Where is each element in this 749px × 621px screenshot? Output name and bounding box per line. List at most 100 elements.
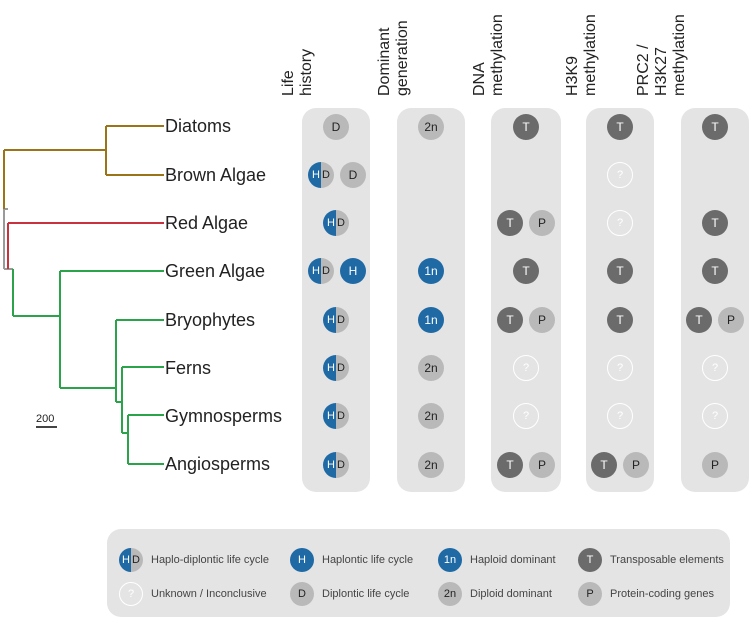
- tree-branch-green-lineage: [12, 269, 164, 465]
- matrix-cell: ?: [607, 355, 633, 381]
- taxon-label-gymnosperms: Gymnosperms: [165, 406, 283, 426]
- diploid-dominant-icon: 2n: [418, 355, 444, 381]
- diploid-dominant-icon: 2n: [418, 403, 444, 429]
- header-line: H3K27: [653, 47, 670, 96]
- column-box-dominant-generation: [397, 108, 465, 492]
- taxon-label-brown-algae: Brown Algae: [165, 165, 267, 185]
- matrix-cell: 2n: [418, 403, 444, 429]
- transposable-elements-icon: T: [497, 452, 523, 478]
- matrix-cell: 2n: [418, 114, 444, 140]
- haploid-dominant-icon: 1n: [418, 307, 444, 333]
- matrix-cell: 2n: [418, 452, 444, 478]
- matrix-cell: ?: [702, 355, 728, 381]
- legend-label: Haploid dominant: [470, 554, 556, 566]
- legend-item: T Transposable elements: [578, 548, 724, 572]
- legend-item: D Diplontic life cycle: [290, 582, 409, 606]
- taxon-label-green-algae: Green Algae: [165, 261, 266, 281]
- taxon-label-red-algae: Red Algae: [165, 213, 249, 233]
- unknown-icon: ?: [513, 355, 539, 381]
- taxon-label-angiosperms: Angiosperms: [165, 454, 271, 474]
- matrix-cell: D: [323, 114, 349, 140]
- matrix-cell: P: [702, 452, 728, 478]
- protein-coding-genes-icon: P: [718, 307, 744, 333]
- matrix-cell: T: [607, 307, 633, 333]
- header-line: methylation: [671, 14, 688, 96]
- matrix-cell: T: [513, 258, 539, 284]
- diplontic-icon: D: [290, 582, 314, 606]
- matrix-cell: ?: [607, 162, 633, 188]
- badge-letter: H: [312, 265, 320, 277]
- legend-box: [107, 529, 730, 617]
- badge-letter: D: [322, 169, 330, 181]
- badge-letter: D: [337, 314, 345, 326]
- legend-label: Unknown / Inconclusive: [151, 588, 267, 600]
- matrix-cell: ?: [513, 403, 539, 429]
- transposable-elements-icon: T: [702, 114, 728, 140]
- badge-letter: H: [312, 169, 320, 181]
- matrix-cell: ?: [607, 403, 633, 429]
- header-line: generation: [394, 20, 411, 96]
- badge-letter: D: [132, 554, 140, 566]
- matrix-cell: T: [607, 258, 633, 284]
- transposable-elements-icon: T: [578, 548, 602, 572]
- transposable-elements-icon: T: [607, 258, 633, 284]
- legend-label: Diploid dominant: [470, 588, 552, 600]
- badge-letter: H: [327, 410, 335, 422]
- badge-letter: H: [327, 217, 335, 229]
- badge-letter: H: [327, 314, 335, 326]
- badge-letter: D: [337, 459, 345, 471]
- scale-bar-label: 200: [36, 413, 55, 425]
- badge-letter: H: [327, 362, 335, 374]
- scale-bar: [36, 426, 57, 428]
- matrix-cell: T: [702, 258, 728, 284]
- haplontic-icon: H: [340, 258, 366, 284]
- protein-coding-genes-icon: P: [623, 452, 649, 478]
- unknown-icon: ?: [119, 582, 143, 606]
- transposable-elements-icon: T: [591, 452, 617, 478]
- matrix-cell: ?: [607, 210, 633, 236]
- taxon-label-diatoms: Diatoms: [165, 116, 232, 136]
- diplontic-icon: D: [323, 114, 349, 140]
- haploid-dominant-icon: 1n: [438, 548, 462, 572]
- diploid-dominant-icon: 2n: [418, 452, 444, 478]
- unknown-icon: ?: [702, 403, 728, 429]
- transposable-elements-icon: T: [497, 210, 523, 236]
- unknown-icon: ?: [607, 162, 633, 188]
- matrix-cell: T: [702, 114, 728, 140]
- matrix-cell: T: [607, 114, 633, 140]
- header-line: Dominant: [376, 27, 393, 96]
- matrix-cell: 2n: [418, 355, 444, 381]
- badge-letter: D: [322, 265, 330, 277]
- transposable-elements-icon: T: [702, 210, 728, 236]
- legend-label: Haplontic life cycle: [322, 554, 414, 566]
- legend-label: Protein-coding genes: [610, 588, 714, 600]
- transposable-elements-icon: T: [497, 307, 523, 333]
- legend-label: Transposable elements: [610, 554, 724, 566]
- transposable-elements-icon: T: [513, 114, 539, 140]
- taxon-label-bryophytes: Bryophytes: [165, 310, 256, 330]
- diplontic-icon: D: [340, 162, 366, 188]
- legend-label: Diplontic life cycle: [322, 588, 410, 600]
- matrix-cell: T: [513, 114, 539, 140]
- transposable-elements-icon: T: [702, 258, 728, 284]
- diploid-dominant-icon: 2n: [438, 582, 462, 606]
- header-line: H3K9: [564, 55, 581, 96]
